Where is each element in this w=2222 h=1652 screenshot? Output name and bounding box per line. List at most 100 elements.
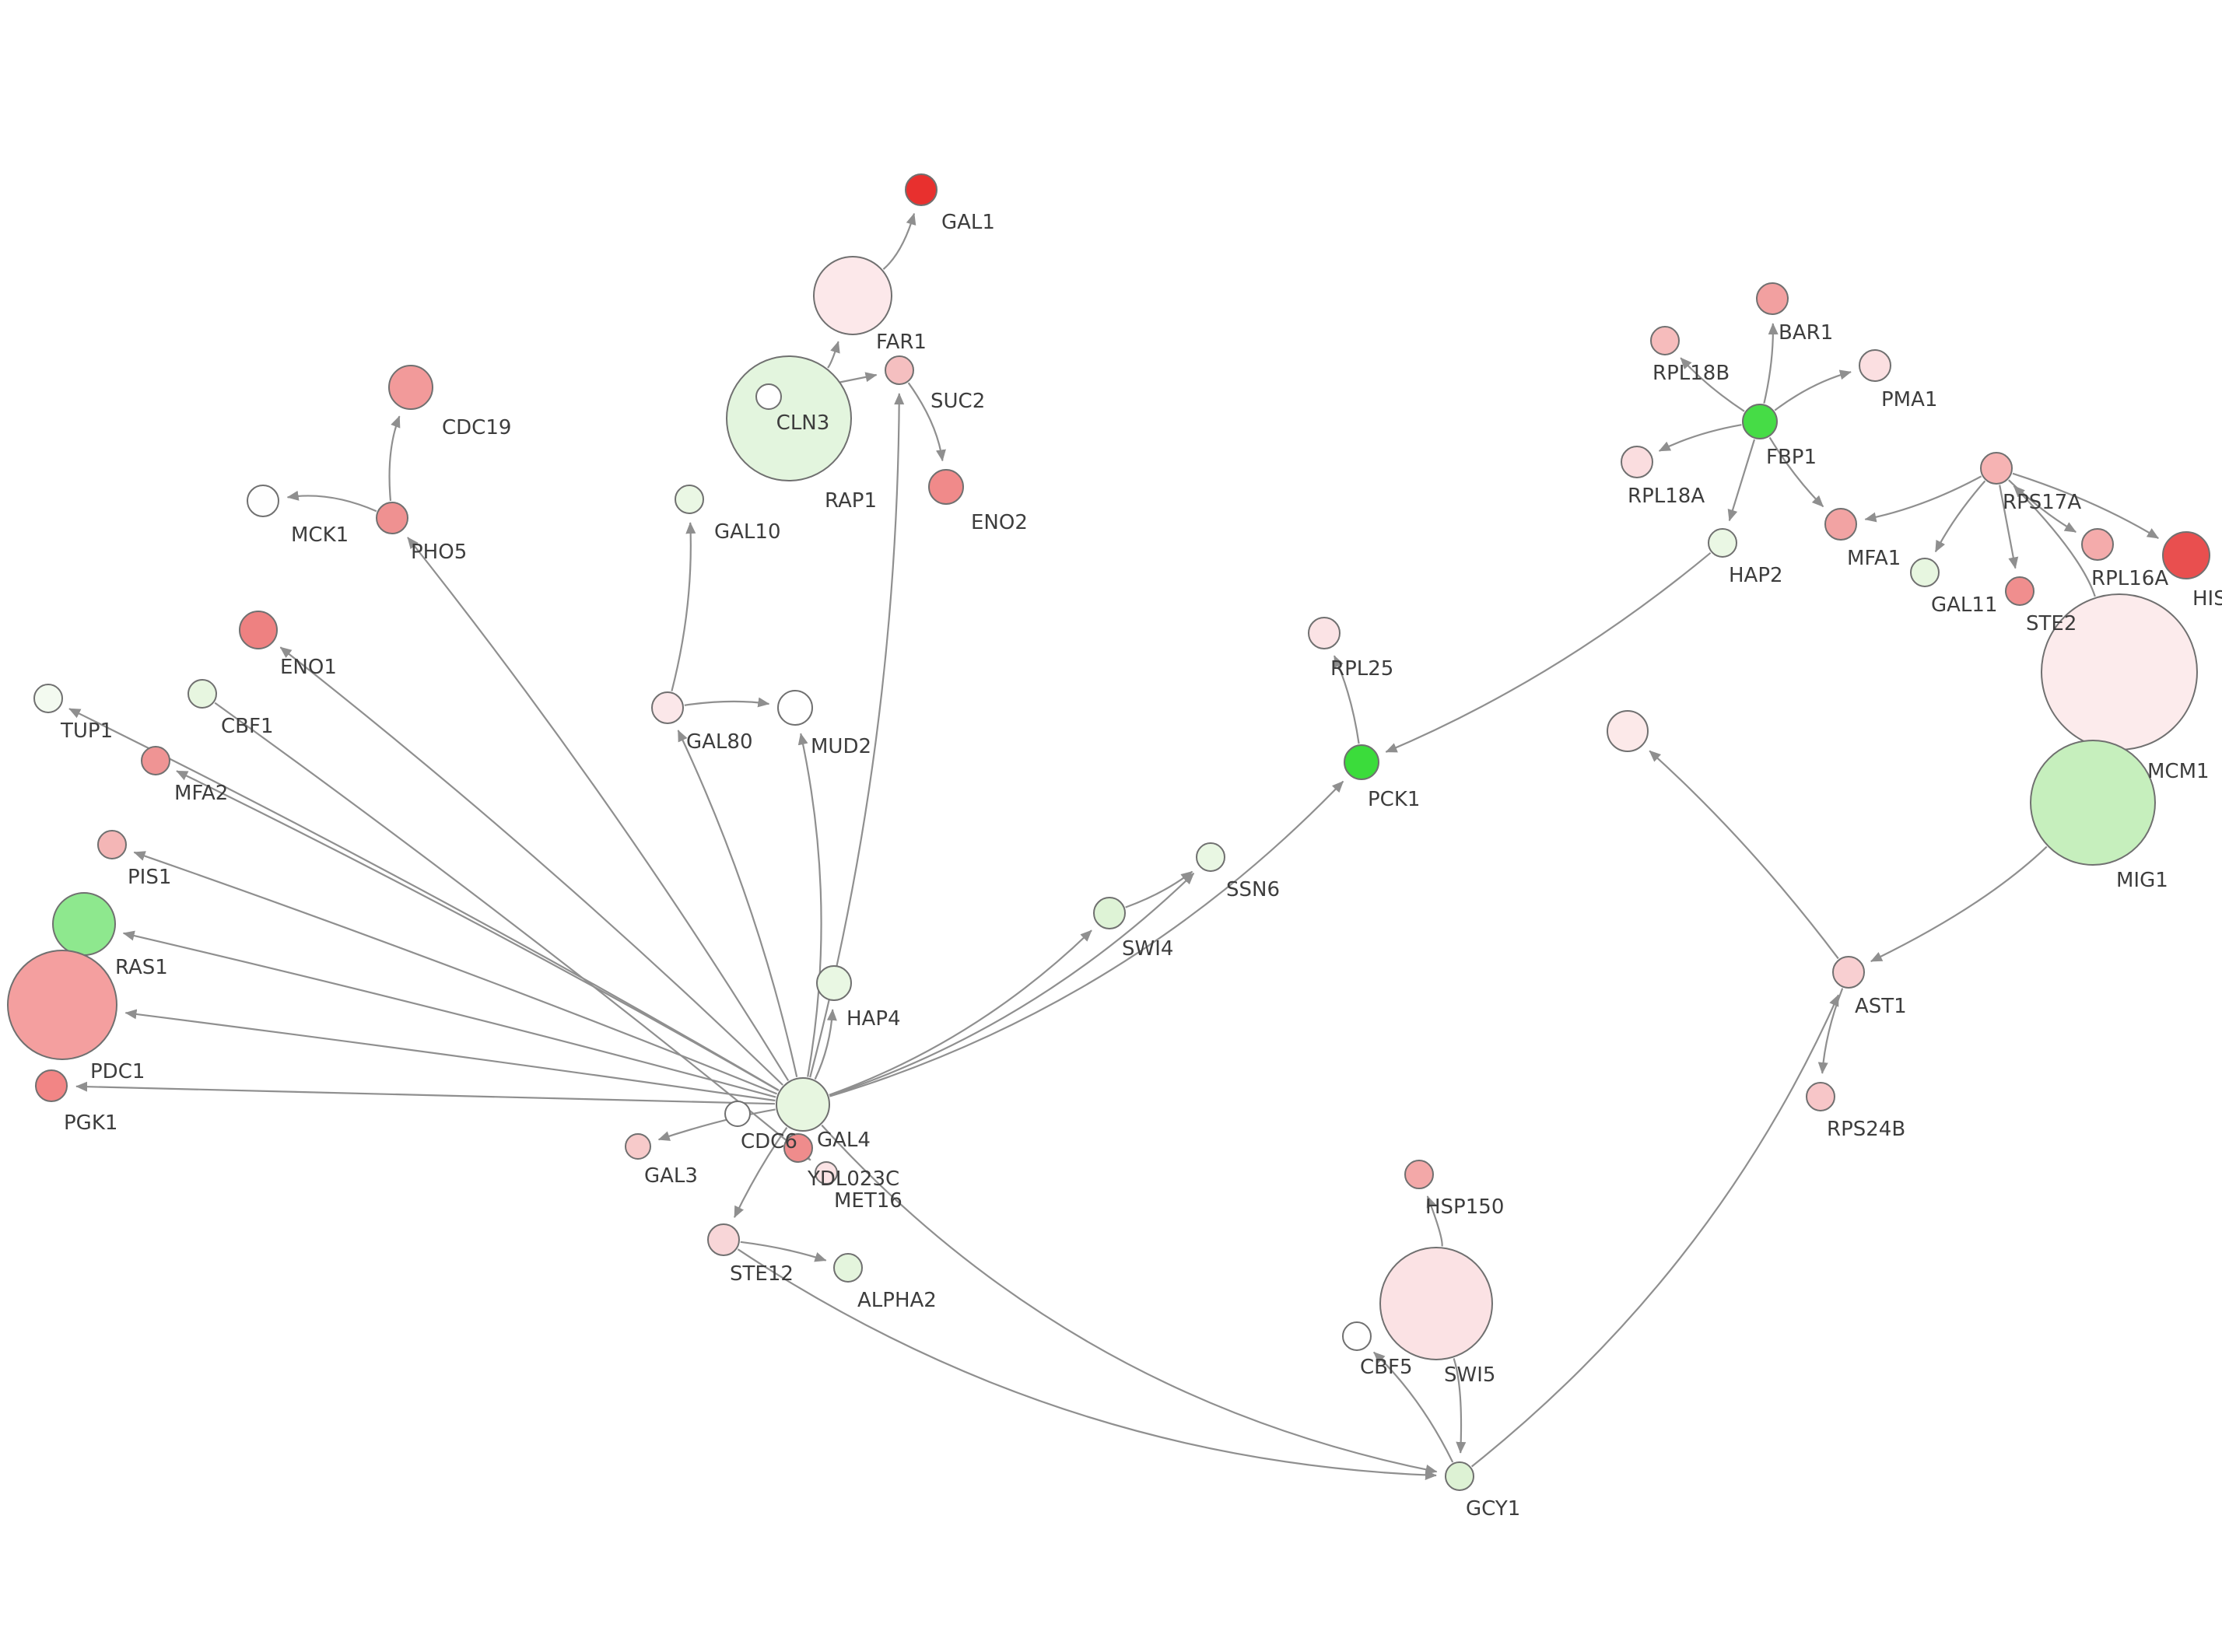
edge-MIG1-AST1[interactable] [1870, 845, 2048, 962]
edge-PHO5-MCK1[interactable] [286, 490, 377, 513]
node-ALPHA2[interactable] [833, 1253, 863, 1283]
node-PMA1[interactable] [1859, 349, 1891, 382]
node-CBF1[interactable] [188, 679, 217, 709]
edge-GAL4-PDC1[interactable] [124, 1009, 776, 1102]
node-MET16[interactable] [815, 1161, 838, 1185]
edge-STE12-ALPHA2[interactable] [740, 1241, 827, 1262]
node-RPL18A[interactable] [1621, 446, 1653, 478]
node-STE12[interactable] [707, 1223, 740, 1256]
edge-RPS17A-MFA1[interactable] [1864, 475, 1982, 523]
node-STE2[interactable] [2005, 576, 2034, 606]
edge-RPS17A-GAL11[interactable] [1934, 480, 1986, 553]
edge-GAL4-PHO5[interactable] [407, 537, 790, 1081]
edge-GAL4-GAL3[interactable] [657, 1108, 776, 1141]
node-HSP150[interactable] [1404, 1160, 1434, 1189]
edge-PCK1-RPL25[interactable] [1333, 655, 1360, 744]
edge-GAL4-HAP4[interactable] [814, 1009, 837, 1080]
edge-FBP1-BAR1[interactable] [1763, 323, 1779, 404]
node-FAR1[interactable] [813, 256, 892, 335]
node-HAP4[interactable] [816, 965, 852, 1001]
node-FBP1[interactable] [1742, 404, 1778, 439]
edge-GAL4-GAL80[interactable] [677, 730, 798, 1078]
edge-GAL80-MUD2[interactable] [684, 697, 770, 708]
edge-GAL80-GAL10[interactable] [671, 522, 696, 691]
node-ENO2[interactable] [928, 469, 964, 505]
edge-GAL4-TUP1[interactable] [68, 708, 780, 1091]
node-RAS1[interactable] [52, 892, 116, 956]
edge-SWI5-HSP150[interactable] [1426, 1195, 1443, 1247]
node-CBF5[interactable] [1342, 1321, 1372, 1351]
edge-GAL4-PCK1[interactable] [829, 780, 1344, 1097]
edge-GAL4-PIS1[interactable] [133, 851, 778, 1095]
edge-FBP1-HAP2[interactable] [1727, 439, 1756, 522]
edge-FBP1-RPL18B[interactable] [1680, 357, 1745, 412]
edge-GAL4-GCY1[interactable] [821, 1124, 1438, 1475]
node-RPS24B[interactable] [1806, 1082, 1835, 1111]
edge-FAR1-GAL1[interactable] [882, 212, 916, 271]
node-GAL1[interactable] [905, 173, 938, 206]
node-MIG1[interactable] [2030, 740, 2156, 866]
edge-GAL4-PGK1[interactable] [75, 1081, 776, 1105]
edge-GAL4-STE12[interactable] [734, 1126, 788, 1218]
edge-CBF1-MET16[interactable] [214, 702, 811, 1161]
edge-AST1-RPS24B[interactable] [1817, 988, 1844, 1074]
edge-FBP1-MFA1[interactable] [1768, 436, 1824, 508]
node-MUD2[interactable] [777, 690, 813, 726]
node-PHO5[interactable] [376, 502, 408, 534]
edge-SWI5-GCY1[interactable] [1453, 1358, 1467, 1454]
node-MFA1[interactable] [1824, 508, 1857, 541]
edge-GCY1-AST1[interactable] [1470, 994, 1840, 1468]
edge-RPS17A-STE2[interactable] [1999, 485, 2019, 569]
node-GAL3[interactable] [625, 1133, 651, 1160]
node-CDC6[interactable] [724, 1101, 751, 1127]
node-SWI4[interactable] [1093, 897, 1126, 929]
node-RPL25[interactable] [1308, 617, 1341, 649]
edge-SUC2-ENO2[interactable] [907, 382, 946, 462]
node-SSN6[interactable] [1196, 842, 1225, 872]
node-CDC19[interactable] [388, 365, 433, 410]
node-ENO1[interactable] [239, 611, 278, 649]
node-TUP1[interactable] [33, 684, 63, 713]
node-GAL80[interactable] [651, 691, 684, 724]
edge-STE12-GCY1[interactable] [737, 1248, 1437, 1480]
node-RAP1[interactable] [755, 383, 782, 410]
edge-FBP1-RPL18A[interactable] [1658, 424, 1742, 452]
node-RPL18B[interactable] [1650, 326, 1680, 355]
node-SUC2[interactable] [885, 355, 914, 385]
edge-HAP2-PCK1[interactable] [1385, 551, 1712, 753]
edge-GCY1-CBF5[interactable] [1373, 1351, 1454, 1463]
edge-CLN3-FAR1[interactable] [827, 341, 840, 369]
node-RPS17A[interactable] [1980, 452, 2013, 485]
node-GAL11[interactable] [1910, 558, 1940, 587]
node-GAL4[interactable] [776, 1077, 830, 1132]
node-SWI5[interactable] [1379, 1247, 1493, 1360]
edge-SWI4-SSN6[interactable] [1125, 870, 1193, 908]
node-BAR1[interactable] [1756, 282, 1789, 315]
edge-GAL4-MUD2[interactable] [797, 733, 822, 1077]
edge-MCM1-RPS17A[interactable] [2013, 485, 2096, 597]
edge-RPS17A-HIS4[interactable] [2012, 472, 2159, 539]
edge-AST1-NODE1[interactable] [1649, 750, 1839, 960]
node-RPL16A[interactable] [2081, 528, 2114, 561]
node-PDC1[interactable] [7, 950, 117, 1060]
node-YDL023C[interactable] [783, 1133, 813, 1163]
node-MCK1[interactable] [247, 485, 279, 517]
edge-GAL4-ENO1[interactable] [279, 646, 783, 1086]
node-GCY1[interactable] [1445, 1461, 1474, 1491]
node-PIS1[interactable] [97, 830, 127, 859]
node-HAP2[interactable] [1708, 528, 1737, 558]
edge-PHO5-CDC19[interactable] [388, 415, 401, 502]
node-GAL10[interactable] [675, 485, 704, 514]
edge-GAL4-SSN6[interactable] [829, 873, 1195, 1097]
node-MFA2[interactable] [141, 746, 170, 775]
edge-FBP1-PMA1[interactable] [1774, 369, 1852, 411]
node-NODE1[interactable] [1607, 710, 1649, 752]
edge-GAL4-MFA2[interactable] [176, 770, 780, 1091]
edge-GAL4-RAS1[interactable] [122, 930, 776, 1098]
edge-GAL4-SWI4[interactable] [829, 929, 1092, 1096]
node-HIS4[interactable] [2162, 531, 2210, 579]
node-CLN3[interactable] [726, 355, 852, 481]
node-AST1[interactable] [1832, 956, 1865, 989]
node-PCK1[interactable] [1344, 744, 1379, 780]
node-PGK1[interactable] [35, 1069, 68, 1102]
